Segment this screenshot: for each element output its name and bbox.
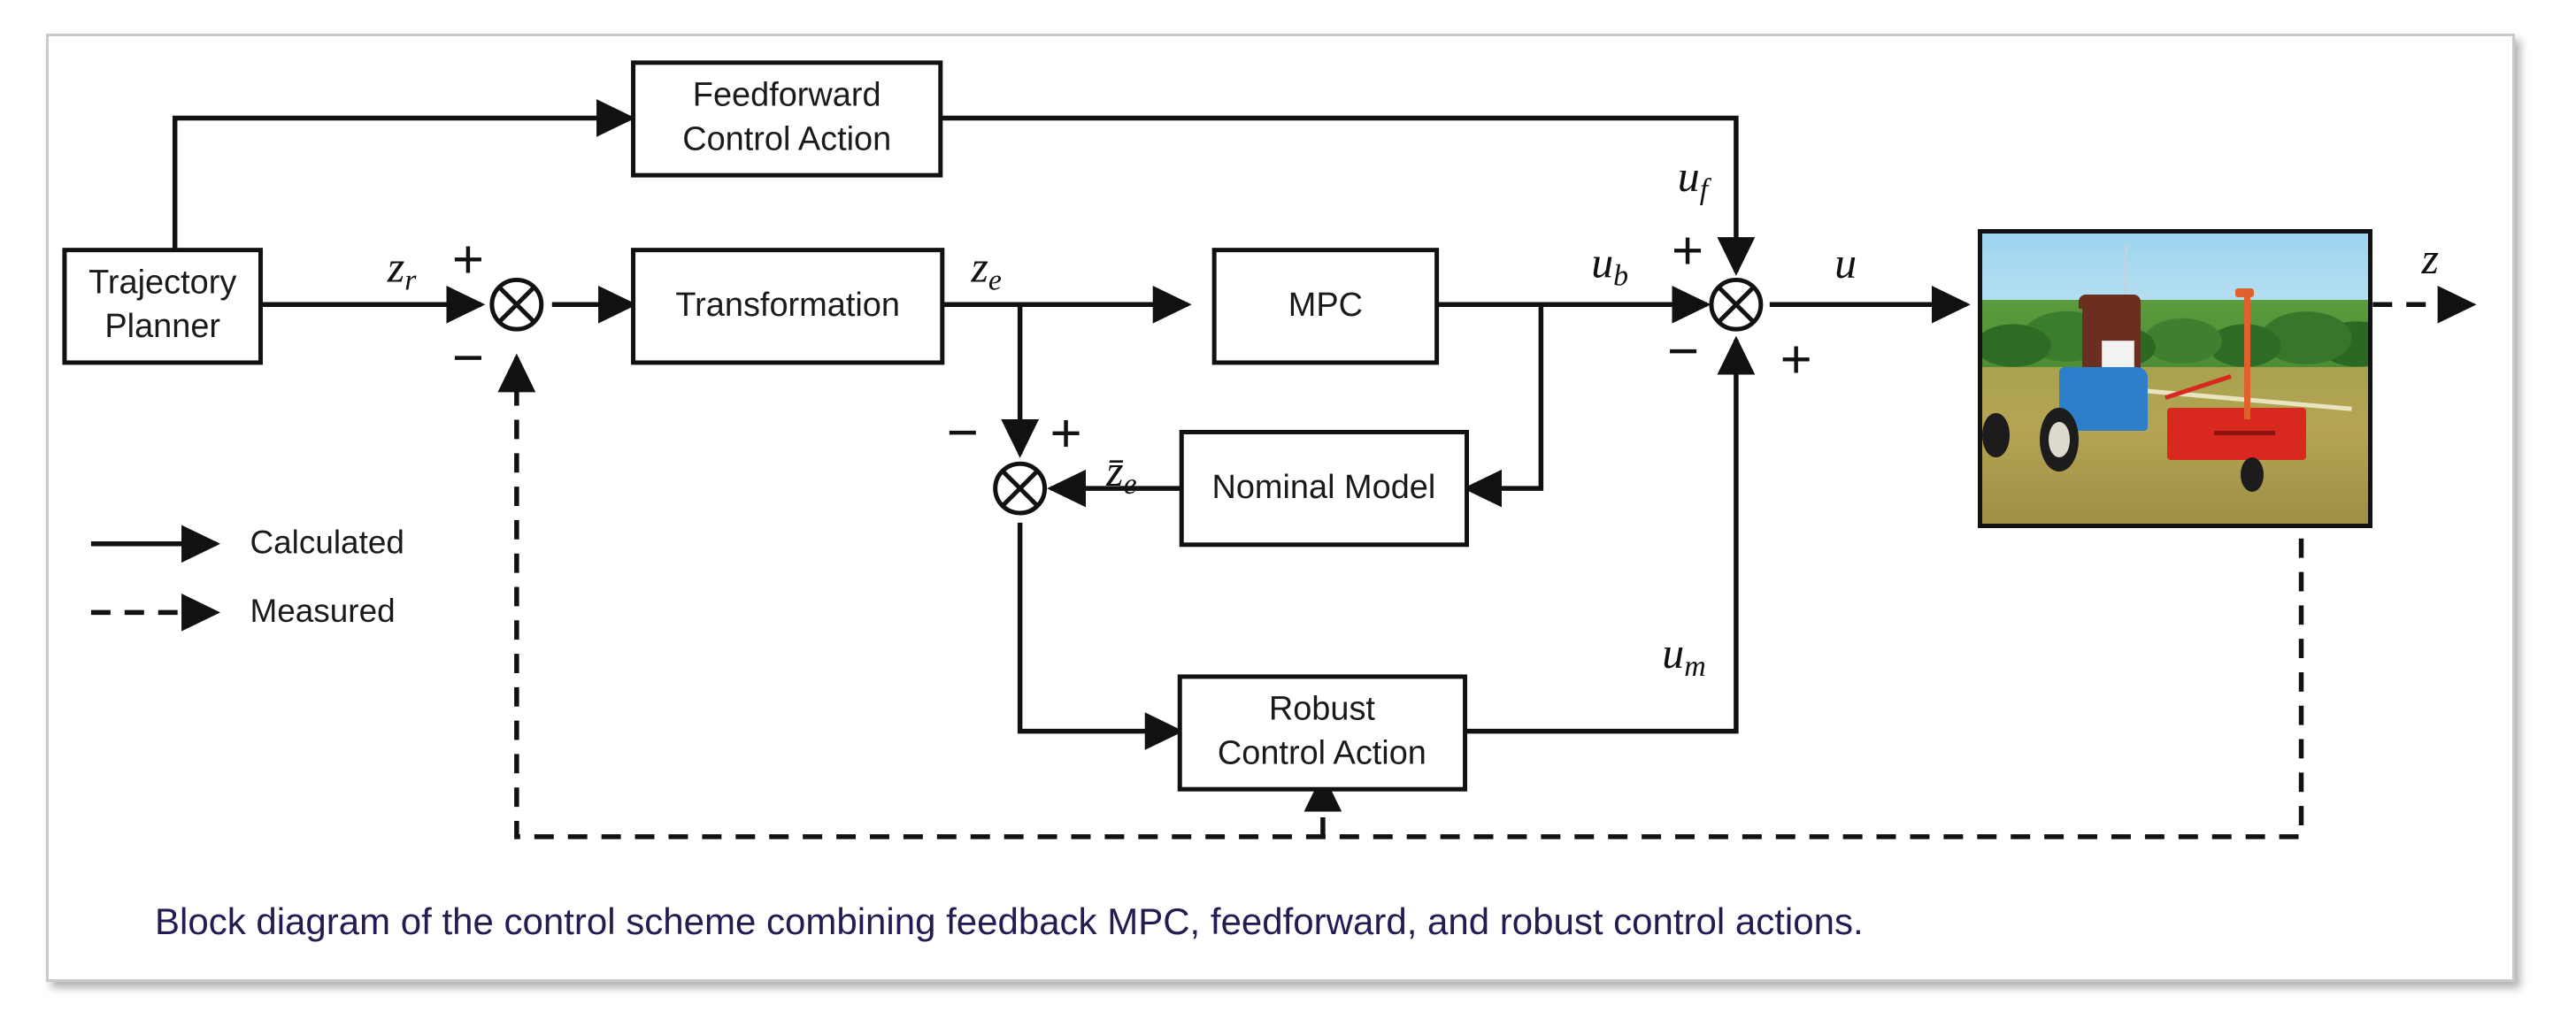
block-nominal-model-label: Nominal Model <box>1211 469 1435 506</box>
signal-label-ze-bar: z̄e <box>1105 448 1136 501</box>
block-robust-label-line2: Control Action <box>1218 734 1426 771</box>
wire-z-feedback-to-sum1 <box>497 304 2304 839</box>
block-feedforward-label-line2: Control Action <box>682 120 891 157</box>
signal-label-uf: uf <box>1678 153 1712 206</box>
legend-measured: Measured <box>90 593 396 632</box>
legend-measured-label: Measured <box>250 593 396 629</box>
wire-zr-to-feedforward <box>172 99 635 305</box>
wire-ze-branch-to-robust <box>1017 522 1184 750</box>
block-mpc-label: MPC <box>1288 287 1363 324</box>
wire-uf-to-sum3 <box>940 115 1756 276</box>
signal-label-zr: zr <box>387 243 417 296</box>
signal-label-u: u <box>1834 239 1857 287</box>
sign-sum2-plus: + <box>1050 403 1081 464</box>
block-mpc[interactable]: MPC <box>1211 248 1440 365</box>
sign-sum3-plus-bottom: + <box>1780 329 1812 390</box>
photo-tractor-front-wheel <box>1982 413 2010 457</box>
legend-calculated: Calculated <box>90 525 404 563</box>
block-transformation-label: Transformation <box>675 287 900 324</box>
block-robust-label-line1: Robust <box>1269 691 1376 728</box>
sign-sum3-minus: − <box>1667 320 1699 381</box>
block-robust-control-action[interactable]: Robust Control Action <box>1177 674 1468 792</box>
summing-junction-2 <box>993 461 1048 516</box>
block-transformation[interactable]: Transformation <box>631 248 945 365</box>
signal-label-um: um <box>1662 630 1705 683</box>
photo-implement-crossbar <box>2213 431 2276 436</box>
block-feedforward-label-line1: Feedforward <box>693 77 881 114</box>
sign-sum3-plus-top: + <box>1672 220 1703 281</box>
figure-caption: Block diagram of the control scheme comb… <box>155 901 1864 942</box>
block-nominal-model[interactable]: Nominal Model <box>1179 429 1470 548</box>
photo-treeline <box>1982 300 2368 376</box>
photo-tractor-rear-hub <box>2048 422 2070 457</box>
photo-implement-post <box>2244 291 2251 419</box>
wire-um-to-sum3 <box>1465 335 1756 734</box>
wire-ub-to-nominal-model <box>1463 304 1544 508</box>
signal-label-z: z <box>2420 234 2438 283</box>
photo-implement-wheel <box>2241 456 2265 492</box>
summing-junction-3 <box>1709 277 1764 332</box>
signal-label-ub: ub <box>1591 239 1628 292</box>
block-feedforward-control-action[interactable]: Feedforward Control Action <box>631 60 943 178</box>
figure-panel: Trajectory Planner Feedforward Control A… <box>46 34 2515 982</box>
sign-sum1-minus: − <box>452 327 484 388</box>
photo-gps-mast-icon <box>2125 245 2128 303</box>
photo-implement-antenna <box>2234 288 2255 298</box>
signal-label-ze: ze <box>970 243 1001 296</box>
block-trajectory-planner-label-line1: Trajectory <box>88 264 236 301</box>
block-trajectory-planner-label-line2: Planner <box>104 308 220 345</box>
sign-sum1-plus: + <box>452 229 484 290</box>
sign-sum2-minus: − <box>947 402 979 464</box>
legend-calculated-label: Calculated <box>250 525 404 561</box>
block-trajectory-planner[interactable]: Trajectory Planner <box>62 248 263 365</box>
summing-junction-1 <box>489 277 544 332</box>
plant-tractor-photo <box>1978 229 2372 528</box>
block-diagram-canvas: Trajectory Planner Feedforward Control A… <box>62 60 2477 839</box>
